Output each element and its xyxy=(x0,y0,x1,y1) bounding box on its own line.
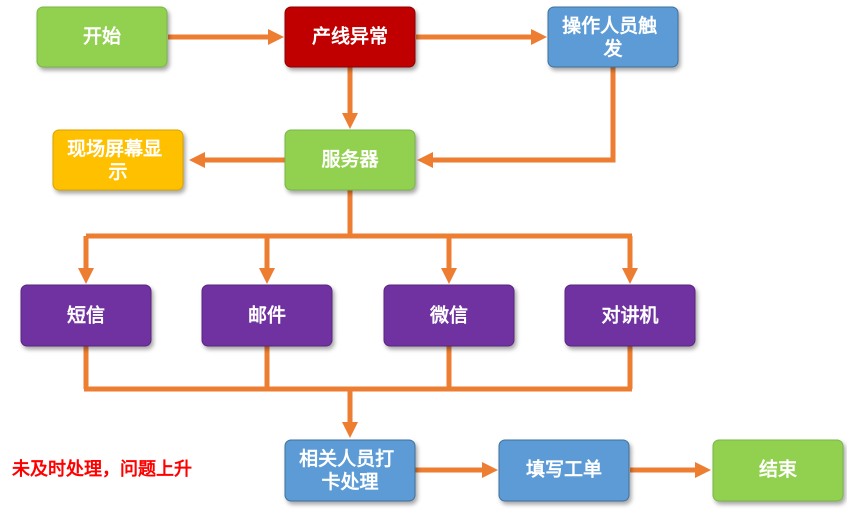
node-onsite-screen-line-1: 现场屏幕显 xyxy=(67,138,162,160)
arrowhead-line-anomaly xyxy=(268,29,284,45)
node-onsite-screen: 现场屏幕显 示 xyxy=(52,129,184,191)
node-onsite-screen-box xyxy=(52,129,184,191)
node-start-label: 开始 xyxy=(83,25,121,48)
arrowhead-end xyxy=(695,462,711,478)
node-wechat-label: 微信 xyxy=(429,304,468,327)
node-operator-trigger-label: 操作人员触 发 xyxy=(562,14,664,60)
arrowhead-intercom xyxy=(622,268,638,284)
node-onsite-screen-label: 现场屏幕显 示 xyxy=(67,138,169,183)
node-end-box xyxy=(712,439,844,502)
node-sms-box xyxy=(20,284,152,347)
node-end: 结束 xyxy=(712,439,844,502)
arrowhead-screen xyxy=(189,152,205,168)
node-fill-form: 填写工单 xyxy=(498,439,630,502)
node-line-anomaly-box xyxy=(284,6,416,68)
arrowhead-operator xyxy=(531,29,547,45)
node-line-anomaly-label: 产线异常 xyxy=(312,25,388,48)
node-intercom-label: 对讲机 xyxy=(601,304,658,327)
node-staff-clock-in-line-2: 卡处理 xyxy=(321,470,378,493)
arrowhead-server-from-top xyxy=(342,113,358,129)
node-operator-trigger: 操作人员触 发 xyxy=(547,6,679,68)
node-start: 开始 xyxy=(36,6,168,68)
node-email-box xyxy=(201,284,333,347)
connectors xyxy=(78,29,711,478)
node-operator-trigger-box xyxy=(547,6,679,68)
node-staff-clock-in-label: 相关人员打 卡处理 xyxy=(299,447,401,493)
connector-operator-to-server xyxy=(432,66,616,163)
node-wechat-box xyxy=(383,284,515,347)
node-staff-clock-in: 相关人员打 卡处理 xyxy=(284,439,416,502)
node-start-box xyxy=(36,6,168,68)
node-server-box xyxy=(284,129,416,191)
node-server-label: 服务器 xyxy=(321,148,379,171)
node-server: 服务器 xyxy=(284,129,416,191)
node-intercom-box xyxy=(564,284,696,347)
node-email: 邮件 xyxy=(201,284,333,347)
node-operator-trigger-line-1: 操作人员触 xyxy=(562,14,657,37)
node-fill-form-box xyxy=(498,439,630,502)
node-wechat: 微信 xyxy=(383,284,515,347)
node-fill-form-label: 填写工单 xyxy=(526,458,602,481)
node-intercom: 对讲机 xyxy=(564,284,696,347)
node-email-label: 邮件 xyxy=(248,304,286,327)
escalation-note: 未及时处理，问题上升 xyxy=(12,458,192,480)
node-sms: 短信 xyxy=(20,284,152,347)
node-operator-trigger-line-2: 发 xyxy=(602,37,623,60)
arrowhead-email xyxy=(259,268,275,284)
node-onsite-screen-line-2: 示 xyxy=(108,161,127,183)
arrowhead-sms xyxy=(78,268,94,284)
arrowhead-server-from-right xyxy=(417,152,433,168)
node-end-label: 结束 xyxy=(759,458,798,481)
arrowhead-form xyxy=(482,462,498,478)
node-line-anomaly: 产线异常 xyxy=(284,6,416,68)
node-staff-clock-in-box xyxy=(284,439,416,502)
arrowhead-wechat xyxy=(441,268,457,284)
node-sms-label: 短信 xyxy=(67,304,105,327)
node-staff-clock-in-line-1: 相关人员打 xyxy=(299,447,394,470)
arrowhead-staff xyxy=(342,422,358,438)
